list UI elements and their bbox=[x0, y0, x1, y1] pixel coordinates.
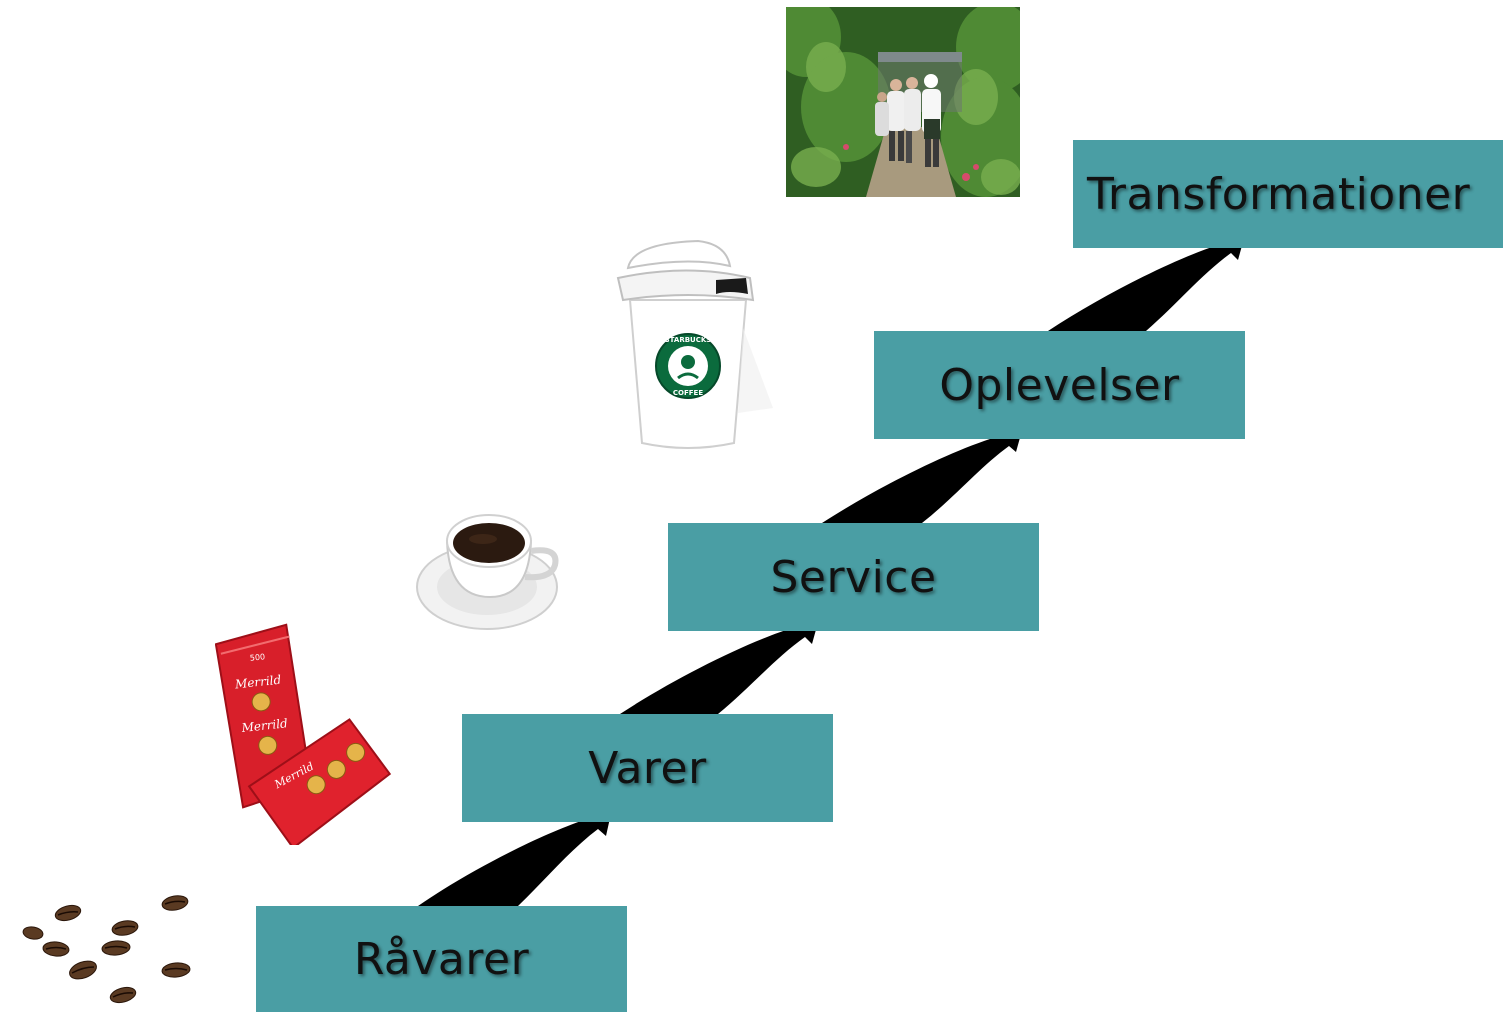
arrow-service-to-oplevelser bbox=[822, 416, 1026, 523]
step-service: Service bbox=[668, 523, 1039, 631]
bag-brand-text: Merrild bbox=[233, 673, 282, 692]
arrow-varer-to-service bbox=[620, 608, 822, 714]
step-ravarer: Råvarer bbox=[256, 906, 627, 1012]
coffee-cup-illustration bbox=[416, 514, 559, 630]
step-label: Transformationer bbox=[1087, 168, 1471, 220]
coffee-bags-illustration: 500 Merrild Merrild Merrild bbox=[215, 623, 392, 845]
step-label: Varer bbox=[588, 742, 707, 794]
step-label: Oplevelser bbox=[939, 359, 1180, 411]
step-label: Råvarer bbox=[353, 933, 530, 985]
step-oplevelser: Oplevelser bbox=[874, 331, 1245, 439]
plantation-tour-photo bbox=[786, 7, 1020, 197]
step-varer: Varer bbox=[462, 714, 833, 822]
cup-brand-bottom-text: COFFEE bbox=[673, 389, 703, 397]
step-transformationer: Transformationer bbox=[1073, 140, 1503, 248]
bag-weight-text: 500 bbox=[249, 652, 265, 663]
arrow-oplevelser-to-transformationer bbox=[1048, 224, 1248, 331]
bag-brand-text: Merrild bbox=[240, 716, 289, 735]
coffee-beans-illustration bbox=[22, 895, 191, 1004]
takeaway-cup-illustration: STARBUCKS COFFEE bbox=[616, 239, 773, 449]
arrow-ravarer-to-varer bbox=[418, 800, 614, 906]
step-label: Service bbox=[770, 551, 937, 603]
cup-brand-top-text: STARBUCKS bbox=[665, 336, 712, 344]
